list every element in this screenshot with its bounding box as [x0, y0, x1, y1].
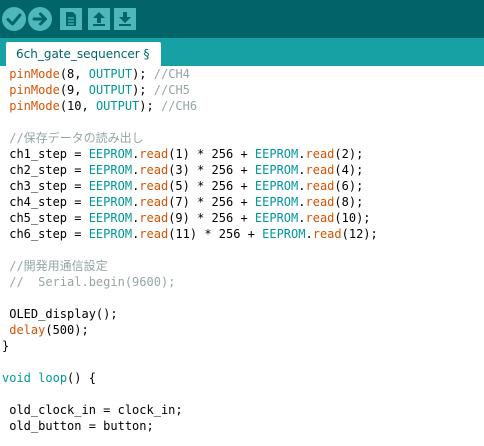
code-line: ch5_step = EEPROM.read(9) * 256 + EEPROM…: [2, 211, 371, 225]
new-file-icon: [66, 12, 76, 26]
code-line: pinMode(10, OUTPUT); //CH6: [9, 99, 198, 113]
code-line: ch4_step = EEPROM.read(7) * 256 + EEPROM…: [2, 195, 364, 209]
open-button[interactable]: [88, 8, 110, 30]
code-line: ch6_step = EEPROM.read(11) * 256 + EEPRO…: [2, 227, 378, 241]
tab-sketch[interactable]: 6ch_gate_sequencer §: [6, 42, 162, 66]
code-line: pinMode(9, OUTPUT); //CH5: [9, 83, 190, 97]
save-button[interactable]: [114, 8, 136, 30]
code-line: // Serial.begin(9600);: [9, 275, 176, 289]
arrow-down-icon: [119, 12, 131, 26]
code-line: old_clock_in = clock_in;: [2, 403, 183, 417]
code-line: }: [2, 339, 10, 353]
code-line: ch2_step = EEPROM.read(3) * 256 + EEPROM…: [2, 163, 364, 177]
code-line: void loop() {: [2, 371, 96, 385]
code-editor[interactable]: pinMode(8, OUTPUT); //CH4 pinMode(9, OUT…: [0, 66, 484, 446]
tab-bar: 6ch_gate_sequencer §: [0, 38, 484, 66]
upload-button[interactable]: [28, 7, 52, 31]
code-line: ch3_step = EEPROM.read(5) * 256 + EEPROM…: [2, 179, 364, 193]
code-line: ch1_step = EEPROM.read(1) * 256 + EEPROM…: [2, 147, 364, 161]
code-line: //保存データの読み出し: [9, 131, 144, 145]
code-line: OLED_display();: [2, 307, 118, 321]
check-icon: [6, 13, 22, 26]
code-line: old_button = button;: [2, 419, 154, 433]
code-line: delay(500);: [9, 323, 89, 337]
arrow-right-icon: [32, 12, 47, 26]
verify-button[interactable]: [2, 7, 26, 31]
new-button[interactable]: [60, 8, 82, 30]
arrow-up-icon: [93, 12, 105, 26]
code-line: //開発用通信設定: [9, 259, 108, 273]
toolbar: [0, 0, 484, 38]
code-line: pinMode(8, OUTPUT); //CH4: [9, 67, 190, 81]
